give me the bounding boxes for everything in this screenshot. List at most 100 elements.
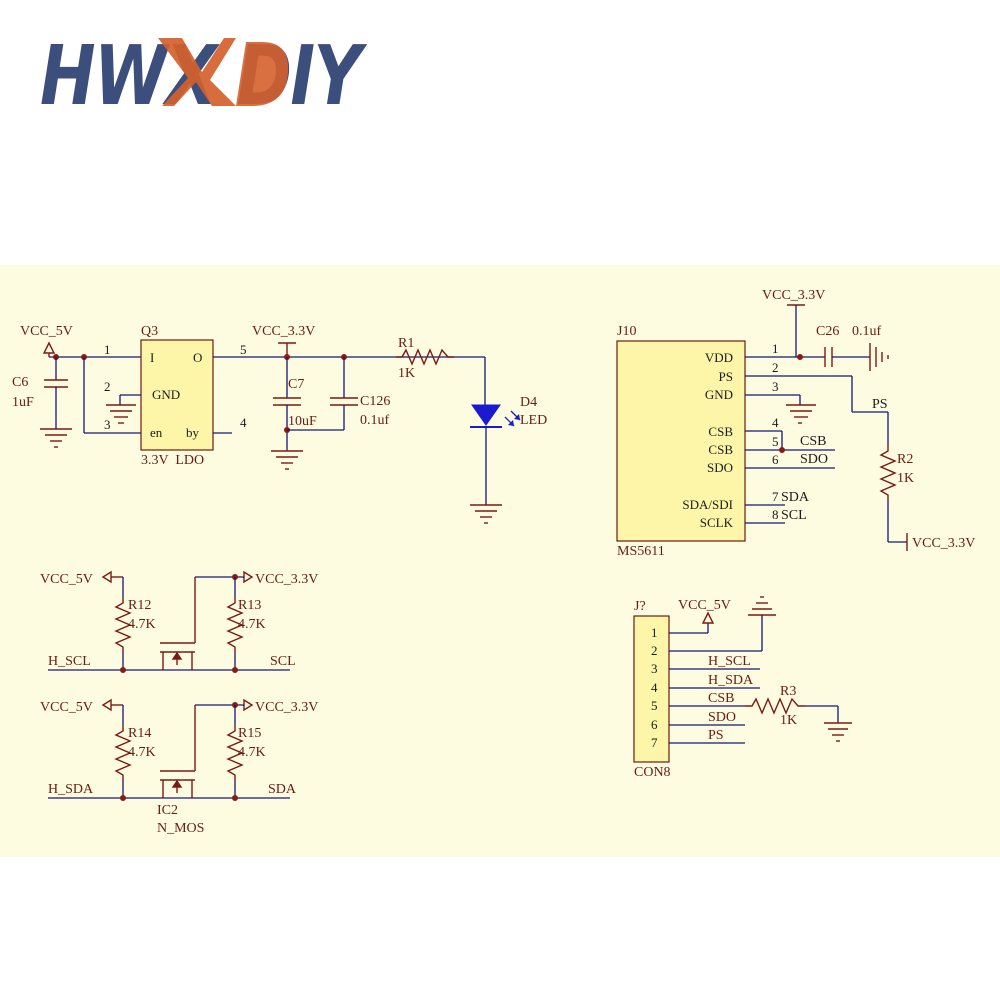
r13-resistor — [226, 597, 244, 653]
ground-icon — [748, 596, 776, 616]
schematic-panel: VCC_5V C6 1uF — [0, 265, 1000, 857]
r15-ref: R15 — [238, 726, 261, 741]
r12-ref: R12 — [128, 598, 151, 613]
r3-value: 1K — [780, 713, 797, 728]
r1-ref: R1 — [398, 336, 414, 351]
r1-resistor — [396, 348, 454, 366]
r2-vcc-33v-label: VCC_3.3V — [912, 536, 975, 551]
vcc-5v-flag-icon — [101, 570, 112, 584]
r1-value: 1K — [398, 366, 415, 381]
ms5611-pin-gnd: GND — [705, 387, 733, 402]
sensor-section: J10 MS5611 VDD PS GND CSB CSB SDO SDA/SD… — [616, 288, 975, 559]
r15-value: 4.7K — [238, 745, 266, 760]
r3-resistor — [745, 697, 805, 715]
con-pin-2: 2 — [651, 643, 658, 658]
r13-ref: R13 — [238, 598, 261, 613]
ldo-vcc-5v-label: VCC_5V — [20, 324, 73, 339]
net-sda: SDA — [781, 490, 810, 505]
net-csb: CSB — [800, 434, 826, 449]
ldo-section: VCC_5V C6 1uF — [12, 324, 547, 524]
q3-pin-num-5: 5 — [240, 342, 247, 357]
ms5611-pin-num-1: 1 — [772, 341, 779, 356]
q3-pin-gnd: GND — [152, 387, 180, 402]
ground-icon — [470, 504, 502, 524]
net-sdo: SDO — [800, 452, 828, 467]
ls-vcc-5v-label-1: VCC_5V — [40, 572, 93, 587]
r3-ref: R3 — [780, 684, 796, 699]
q3-pin-by: by — [186, 425, 200, 440]
q3-pin-num-2: 2 — [104, 379, 111, 394]
vcc-5v-flag-icon — [42, 341, 56, 354]
c126-ref: C126 — [360, 394, 390, 409]
net-ps: PS — [872, 397, 888, 412]
r2-resistor — [879, 445, 897, 501]
ms5611-pin-sclk: SCLK — [700, 515, 734, 530]
net-h-sda: H_SDA — [48, 782, 94, 797]
ms5611-pin-num-5: 5 — [772, 434, 779, 449]
con-pin-5: 5 — [651, 698, 658, 713]
con-pin-6: 6 — [651, 717, 658, 732]
con-pin-3: 3 — [651, 661, 658, 676]
j10-ref: J10 — [617, 324, 636, 339]
led-icon — [470, 404, 521, 428]
vcc-5v-flag-icon — [701, 611, 715, 624]
con-net-h-scl: H_SCL — [708, 654, 751, 669]
net-scl-out: SCL — [270, 654, 296, 669]
ms5611-pin-num-4: 4 — [772, 415, 779, 430]
ms5611-pin-csb-a: CSB — [708, 424, 733, 439]
sensor-vcc-33v-label: VCC_3.3V — [762, 288, 825, 303]
r14-ref: R14 — [128, 726, 151, 741]
r12-value: 4.7K — [128, 617, 156, 632]
ic2-ref: IC2 — [157, 803, 178, 818]
connector-section: J? CON8 1 2 3 4 5 6 7 VCC_5V — [633, 596, 852, 780]
ground-icon — [106, 404, 136, 424]
c26-value: 0.1uf — [852, 324, 882, 339]
level-shifter-section: VCC_5V R12 4.7K VCC_3.3V R13 4.7K — [40, 570, 318, 836]
ms5611-pin-num-2: 2 — [772, 360, 779, 375]
q3-pin-num-1: 1 — [104, 342, 111, 357]
ls-vcc-33v-label-2: VCC_3.3V — [255, 700, 318, 715]
connector-part: CON8 — [634, 765, 671, 780]
logo-accent-d — [236, 42, 289, 106]
q3-value: 3.3V LDO — [141, 453, 204, 468]
r15-resistor — [226, 725, 244, 781]
con-net-h-sda: H_SDA — [708, 673, 754, 688]
ground-icon — [786, 404, 816, 424]
con-net-sdo: SDO — [708, 710, 736, 725]
ground-icon — [271, 450, 303, 470]
ms5611-pin-sda: SDA/SDI — [682, 497, 733, 512]
ldo-vcc-33v-label: VCC_3.3V — [252, 324, 315, 339]
r2-ref: R2 — [897, 452, 913, 467]
ms5611-pin-num-8: 8 — [772, 507, 779, 522]
r2-value: 1K — [897, 471, 914, 486]
ms5611-pin-csb-b: CSB — [708, 442, 733, 457]
schematic: VCC_5V C6 1uF — [12, 288, 975, 836]
c6-value: 1uF — [12, 395, 34, 410]
ms5611-pin-sdo: SDO — [707, 460, 733, 475]
hwx-diy-logo: HWX DIY — [40, 32, 370, 112]
con-net-csb: CSB — [708, 691, 734, 706]
con8-connector — [633, 615, 670, 763]
vcc-5v-flag-icon — [101, 698, 112, 712]
con-pin-4: 4 — [651, 680, 658, 695]
connector-ref: J? — [634, 599, 646, 614]
c7-ref: C7 — [288, 377, 304, 392]
c26-ref: C26 — [816, 324, 839, 339]
ms5611-part: MS5611 — [617, 544, 665, 559]
c7-value: 10uF — [288, 414, 317, 429]
q3-pin-num-3: 3 — [104, 417, 111, 432]
q3-pin-num-4: 4 — [240, 415, 247, 430]
nmos-transistor-icon — [160, 705, 196, 798]
connector-vcc-5v-label: VCC_5V — [678, 598, 731, 613]
ms5611-pin-vdd: VDD — [705, 350, 733, 365]
ls-vcc-5v-label-2: VCC_5V — [40, 700, 93, 715]
net-sda-out: SDA — [268, 782, 297, 797]
vcc-33v-flag-icon — [243, 570, 254, 584]
con-net-ps: PS — [708, 728, 724, 743]
q3-pin-o: O — [193, 350, 202, 365]
d4-value: LED — [520, 413, 547, 428]
r13-value: 4.7K — [238, 617, 266, 632]
ms5611-pin-num-7: 7 — [772, 489, 779, 504]
nmos-transistor-icon — [160, 577, 196, 670]
